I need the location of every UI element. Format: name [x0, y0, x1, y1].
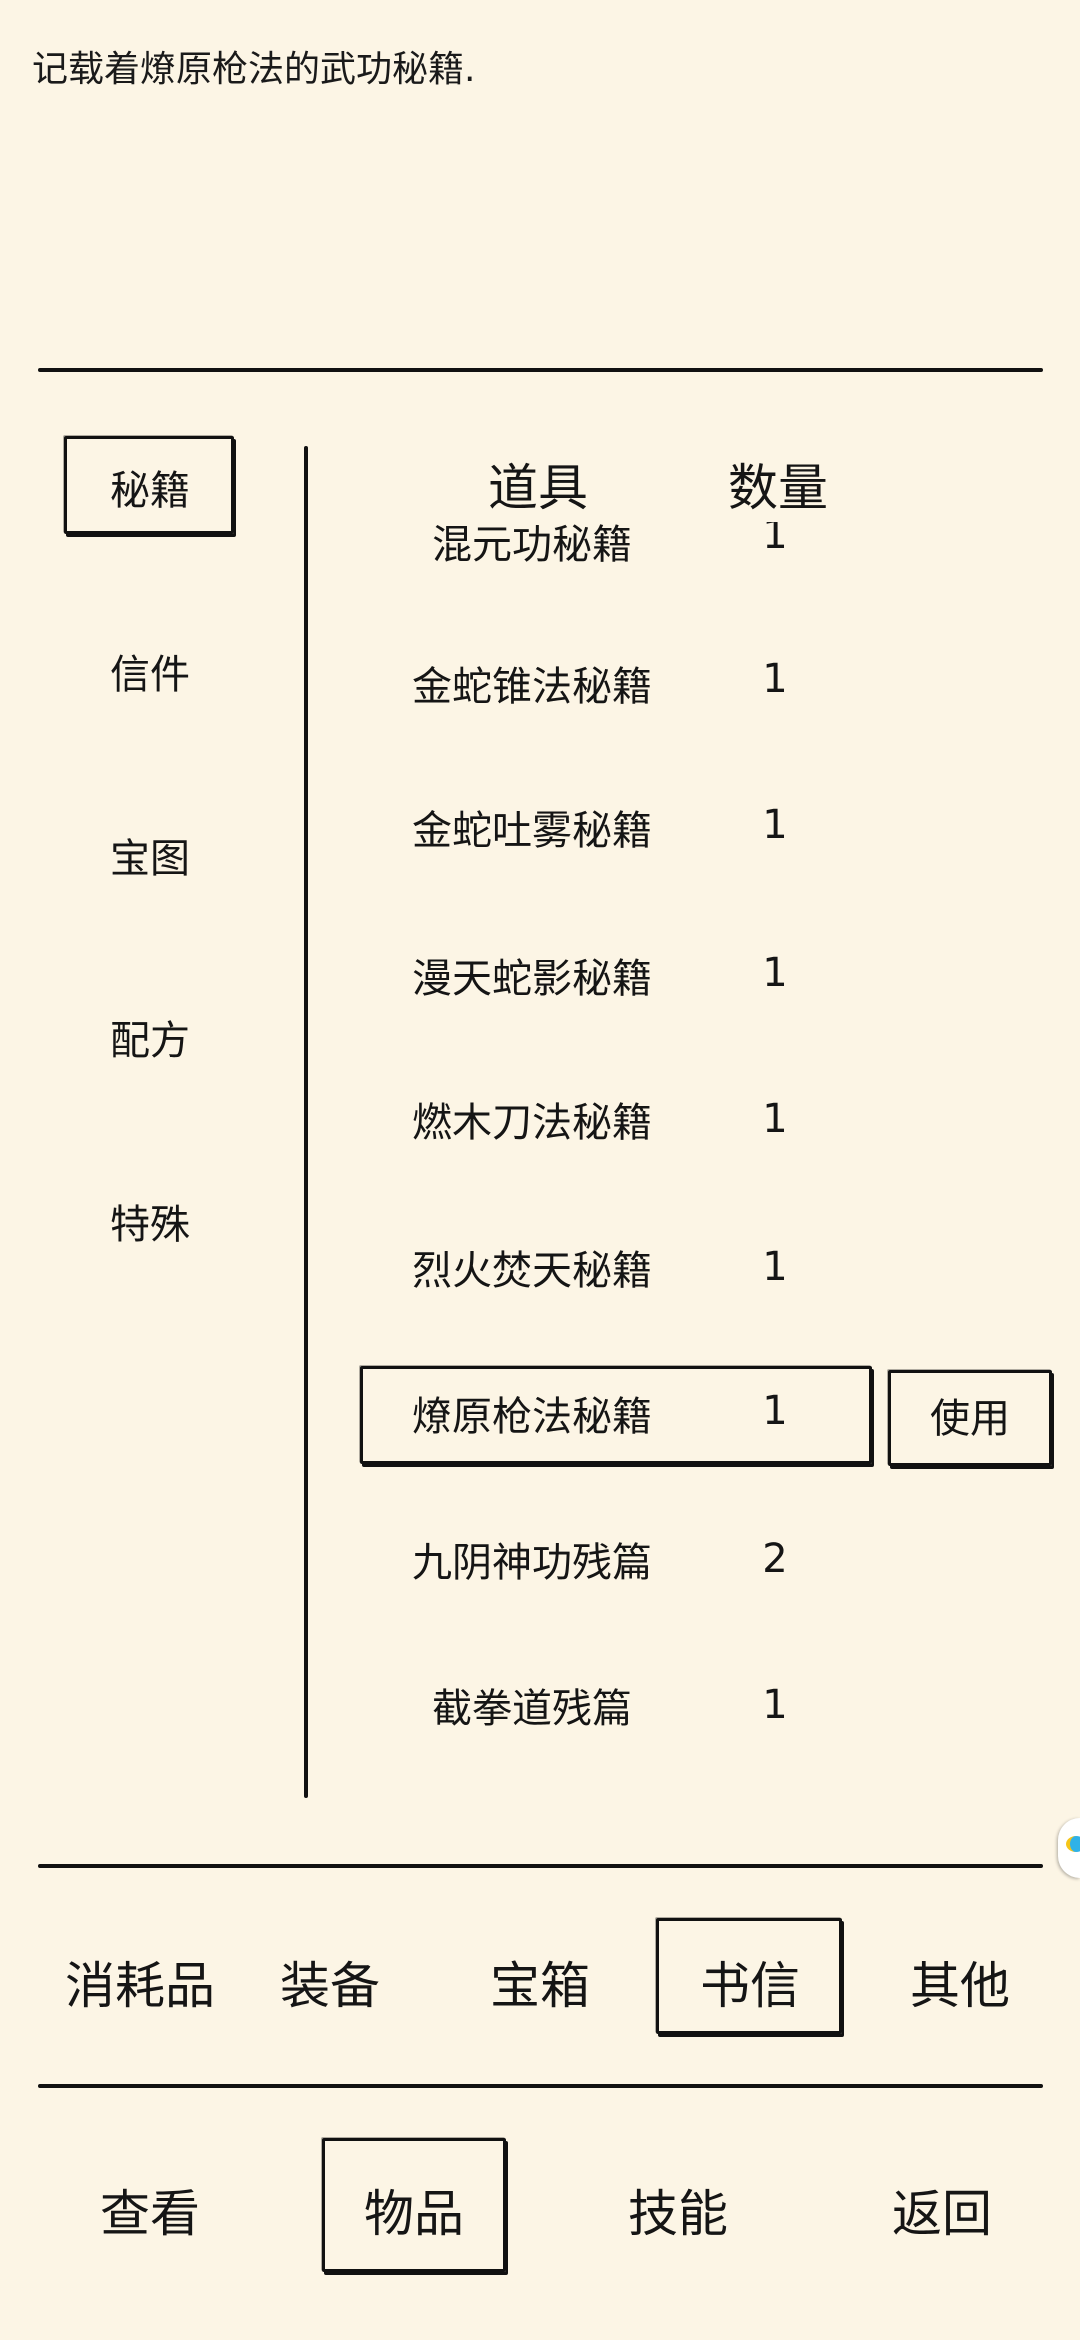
- tab-letters[interactable]: 书信: [700, 1957, 800, 2015]
- item-qty: 2: [762, 1536, 788, 1582]
- item-name[interactable]: 混元功秘籍: [432, 522, 632, 568]
- header-item: 道具: [488, 459, 588, 517]
- category-letters[interactable]: 信件: [110, 652, 190, 698]
- item-name[interactable]: 漫天蛇影秘籍: [412, 956, 652, 1002]
- header-quantity: 数量: [728, 459, 828, 517]
- item-qty: 1: [762, 802, 788, 848]
- item-name[interactable]: 金蛇锥法秘籍: [412, 664, 652, 710]
- item-name[interactable]: 截拳道残篇: [432, 1686, 632, 1732]
- category-treasure-maps[interactable]: 宝图: [110, 836, 190, 882]
- category-recipes[interactable]: 配方: [110, 1018, 190, 1064]
- category-secret-manual[interactable]: 秘籍: [110, 468, 190, 514]
- assistant-logo-icon: [1066, 1836, 1080, 1852]
- item-name-selected[interactable]: 燎原枪法秘籍: [412, 1394, 652, 1440]
- item-qty: 1: [762, 1096, 788, 1142]
- middle-divider: [38, 1864, 1043, 1868]
- nav-items[interactable]: 物品: [364, 2185, 464, 2243]
- item-qty: 1: [762, 522, 788, 558]
- item-qty-selected: 1: [762, 1388, 788, 1434]
- use-button[interactable]: [888, 1370, 1052, 1466]
- selected-item-row[interactable]: [360, 1366, 872, 1464]
- category-秘籍-selected-box: [64, 436, 234, 534]
- item-name[interactable]: 烈火焚天秘籍: [412, 1248, 652, 1294]
- nav-skills[interactable]: 技能: [628, 2185, 728, 2243]
- item-qty: 1: [762, 656, 788, 702]
- bottom-divider: [38, 2084, 1043, 2088]
- sidebar-divider: [304, 446, 308, 1798]
- item-qty: 1: [762, 1244, 788, 1290]
- item-name[interactable]: 金蛇吐雾秘籍: [412, 808, 652, 854]
- tab-equipment[interactable]: 装备: [280, 1957, 380, 2015]
- item-name[interactable]: 燃木刀法秘籍: [412, 1100, 652, 1146]
- tab-chests[interactable]: 宝箱: [490, 1957, 590, 2015]
- bottom-nav-selected-box: [322, 2138, 506, 2272]
- item-description: 记载着燎原枪法的武功秘籍.: [32, 49, 476, 90]
- top-divider: [38, 368, 1043, 372]
- tab-selected-box: [656, 1918, 842, 2034]
- use-button-label: 使用: [930, 1396, 1010, 1442]
- category-special[interactable]: 特殊: [110, 1202, 190, 1248]
- item-qty: 1: [762, 1682, 788, 1728]
- nav-view[interactable]: 查看: [100, 2185, 200, 2243]
- item-name[interactable]: 九阴神功残篇: [412, 1540, 652, 1586]
- nav-back[interactable]: 返回: [892, 2185, 992, 2243]
- tab-consumables[interactable]: 消耗品: [65, 1957, 215, 2015]
- item-qty: 1: [762, 950, 788, 996]
- item-list[interactable]: 混元功秘籍 1 金蛇锥法秘籍 1 金蛇吐雾秘籍 1 漫天蛇影秘籍 1 燃木刀法秘…: [320, 522, 1060, 1802]
- floating-assistant-icon[interactable]: [1058, 1818, 1080, 1878]
- tab-other[interactable]: 其他: [910, 1957, 1010, 2015]
